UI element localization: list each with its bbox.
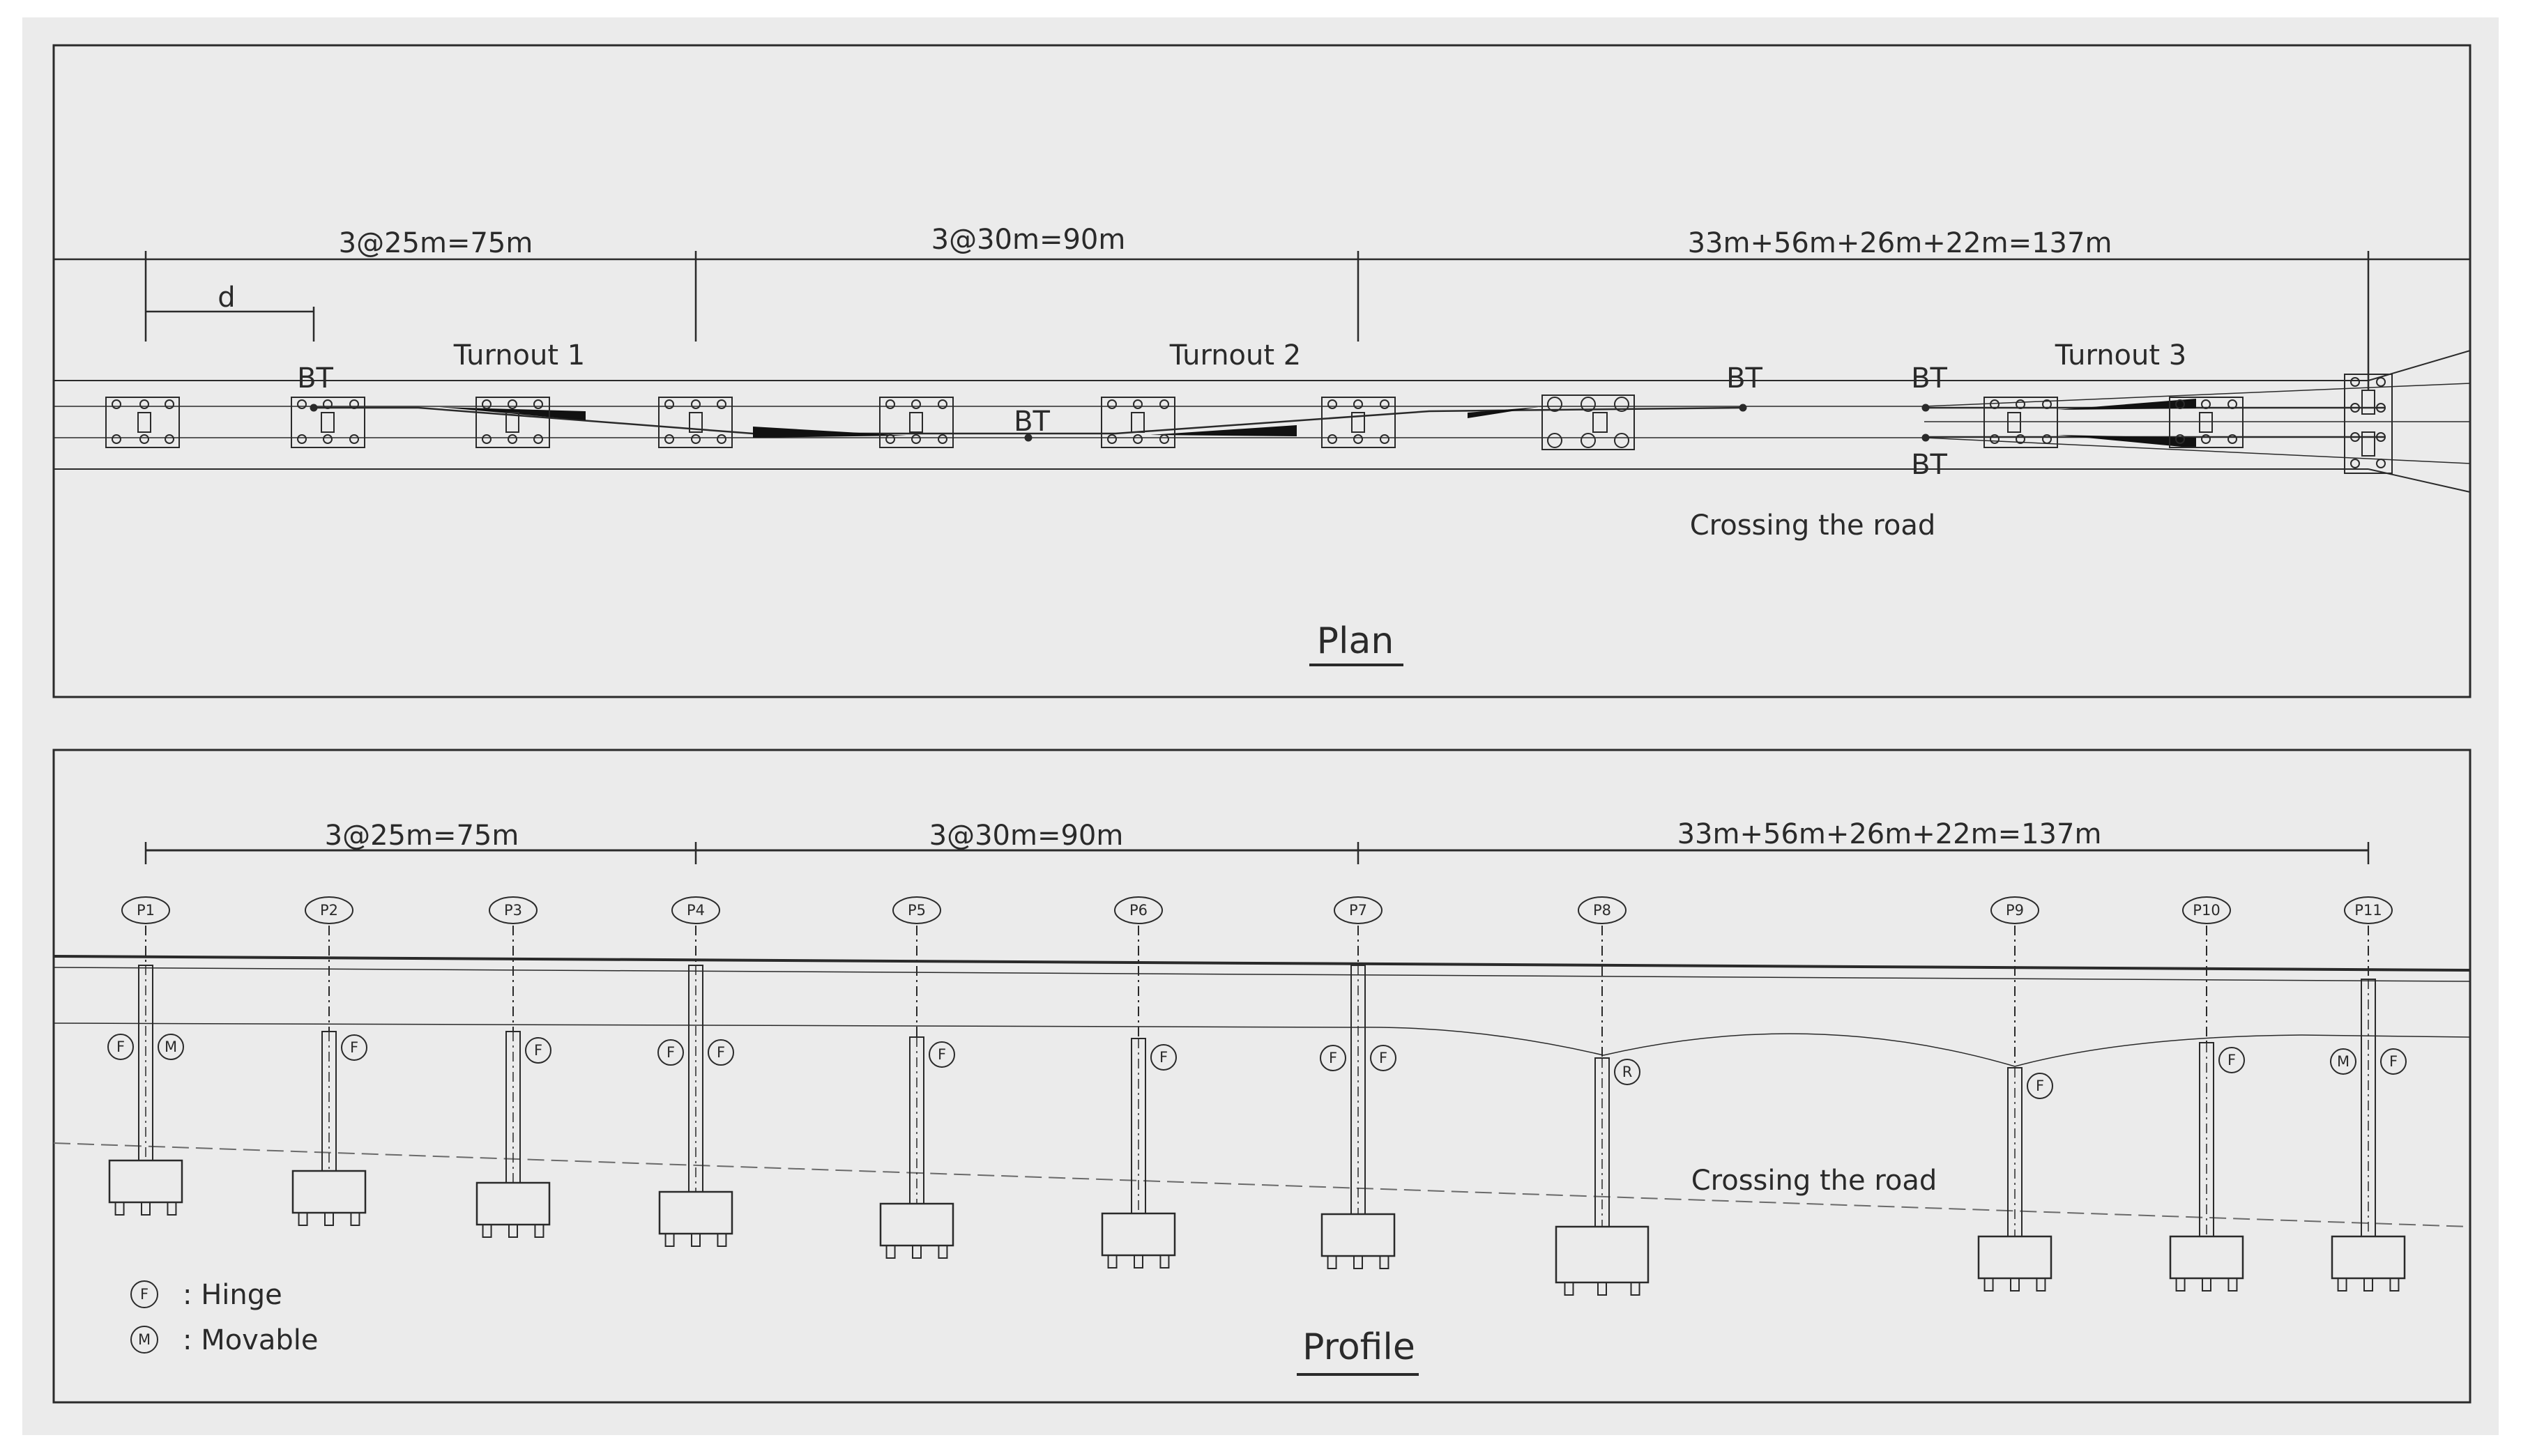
plan-turnout-3-label: Turnout 3 — [2055, 339, 2186, 371]
pier-label-p8: P8 — [1593, 902, 1611, 919]
plan-bt-label-2: BT — [1014, 406, 1050, 438]
pier-label-p1: P1 — [137, 902, 155, 919]
pier-p3: P3F — [475, 896, 551, 1238]
plan-turnout-2-label: Turnout 2 — [1169, 339, 1301, 371]
legend-movable-symbol: M — [138, 1331, 151, 1348]
plan-bt-label-5: BT — [1911, 449, 1947, 481]
bearing-mark-p11-2: F — [2389, 1053, 2398, 1070]
pier-label-p5: P5 — [908, 902, 926, 919]
plan-bt-label-1: BT — [297, 362, 333, 394]
pier-label-p3: P3 — [504, 902, 522, 919]
profile-dimension-span-2: 3@30m=90m — [929, 820, 1124, 852]
pier-p1: P1F M — [107, 896, 184, 1216]
plan-dimension-span-3: 33m+56m+26m+22m=137m — [1688, 227, 2112, 259]
pier-p9: P9F — [1977, 896, 2053, 1292]
plan-dimension-span-1: 3@25m=75m — [339, 227, 533, 259]
profile-dimension-span-1: 3@25m=75m — [325, 820, 519, 852]
pier-label-p2: P2 — [320, 902, 338, 919]
profile-dimension-span-3: 33m+56m+26m+22m=137m — [1677, 818, 2102, 850]
profile-crossing-label: Crossing the road — [1691, 1165, 1937, 1197]
pier-label-p10: P10 — [2193, 902, 2220, 919]
plan-crossing-label: Crossing the road — [1690, 509, 1936, 542]
pier-label-p6: P6 — [1129, 902, 1148, 919]
bearing-mark-p11-1: M — [2337, 1053, 2349, 1070]
pier-label-p4: P4 — [687, 902, 705, 919]
legend-hinge-symbol: F — [140, 1286, 148, 1303]
pier-p6: P6F — [1101, 896, 1177, 1269]
profile-title: Profile — [1302, 1326, 1415, 1368]
pier-label-p11: P11 — [2354, 902, 2382, 919]
plan-dimension-span-2: 3@30m=90m — [931, 224, 1126, 256]
bearing-mark-p4-2: F — [717, 1044, 725, 1061]
plan-panel — [52, 44, 2472, 698]
bearing-mark-p5-1: F — [938, 1046, 946, 1063]
legend-hinge-text: : Hinge — [183, 1279, 282, 1311]
pier-p7: P7F F — [1320, 896, 1396, 1269]
pier-p8: P8R — [1555, 896, 1650, 1296]
pier-label-p9: P9 — [2006, 902, 2024, 919]
bearing-mark-p7-1: F — [1329, 1050, 1337, 1066]
bearing-mark-p1-2: M — [165, 1039, 177, 1055]
plan-bt-label-3: BT — [1726, 362, 1762, 394]
legend: F : Hinge M : Movable — [130, 1279, 318, 1356]
plan-turnout-1-label: Turnout 1 — [453, 339, 585, 371]
profile-panel — [52, 749, 2472, 1404]
bearing-mark-p4-1: F — [667, 1044, 675, 1061]
bearing-mark-p3-1: F — [534, 1042, 542, 1059]
bearing-mark-p7-2: F — [1379, 1050, 1387, 1066]
bearing-mark-p6-1: F — [1159, 1049, 1168, 1066]
pier-p4: P4F F — [657, 896, 734, 1247]
plan-bt-label-4: BT — [1911, 362, 1947, 394]
plan-d-label: d — [218, 282, 235, 314]
plan-title: Plan — [1317, 620, 1394, 662]
pier-label-p7: P7 — [1349, 902, 1367, 919]
bearing-mark-p10-1: F — [2227, 1052, 2236, 1068]
legend-movable-text: : Movable — [183, 1324, 318, 1356]
bearing-mark-p1-1: F — [116, 1039, 125, 1055]
pier-p5: P5F — [879, 896, 955, 1259]
bearing-mark-p9-1: F — [2036, 1078, 2044, 1094]
bearing-mark-p8-1: R — [1622, 1064, 1633, 1080]
pier-p2: P2F — [291, 896, 367, 1226]
bearing-mark-p2-1: F — [350, 1039, 358, 1056]
